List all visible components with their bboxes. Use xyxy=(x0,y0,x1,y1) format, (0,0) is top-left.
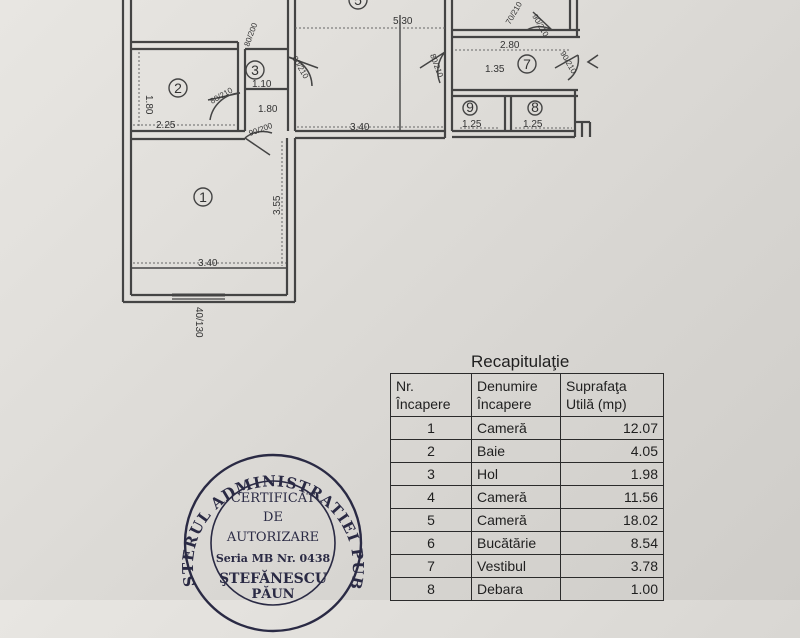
cell-name: Cameră xyxy=(471,508,561,532)
dimension-label: 1.25 xyxy=(523,119,543,130)
cell-nr: 5 xyxy=(390,508,472,532)
cell-nr: 8 xyxy=(390,577,472,601)
table-header-row: Nr. Încapere Denumire Încapere Suprafaţa… xyxy=(390,373,664,417)
door-label: 90/200 xyxy=(248,121,275,138)
cell-area: 3.78 xyxy=(560,554,664,578)
table-row: 7 Vestibul 3.78 xyxy=(390,554,664,578)
stamp-line: AUTORIZARE xyxy=(226,530,319,545)
stamp-line: DE xyxy=(263,510,283,525)
cell-nr: 1 xyxy=(390,416,472,440)
cell-nr: 4 xyxy=(390,485,472,509)
room-label-9: 9 xyxy=(466,99,474,115)
dimension-label: 3.55 xyxy=(272,195,283,215)
cell-name: Debara xyxy=(471,577,561,601)
cell-area: 11.56 xyxy=(560,485,664,509)
entrance-arrow-icon xyxy=(586,54,599,69)
dimension-label: 3.40 xyxy=(350,122,370,133)
cell-nr: 2 xyxy=(390,439,472,463)
table-row: 8 Debara 1.00 xyxy=(390,577,664,601)
table-row: 5 Cameră 18.02 xyxy=(390,508,664,532)
door-label: 70/210 xyxy=(504,0,524,26)
table-row: 3 Hol 1.98 xyxy=(390,462,664,486)
dimension-label: 1.35 xyxy=(485,64,505,75)
table-row: 6 Bucătărie 8.54 xyxy=(390,531,664,555)
cell-nr: 7 xyxy=(390,554,472,578)
cell-name: Cameră xyxy=(471,416,561,440)
header-name: Denumire Încapere xyxy=(471,373,561,417)
door-label: 90/210 xyxy=(558,50,578,76)
cell-area: 18.02 xyxy=(560,508,664,532)
dimension-label: 3.40 xyxy=(198,258,218,269)
cell-area: 8.54 xyxy=(560,531,664,555)
table-row: 2 Baie 4.05 xyxy=(390,439,664,463)
cell-nr: 6 xyxy=(390,531,472,555)
stamp-line: PĂUN xyxy=(251,585,294,602)
cell-nr: 3 xyxy=(390,462,472,486)
cell-area: 4.05 xyxy=(560,439,664,463)
cell-name: Hol xyxy=(471,462,561,486)
room-label-5: 5 xyxy=(354,0,362,8)
dimension-label: 1.80 xyxy=(143,95,154,115)
stamp-line: CERTIFICAT xyxy=(231,491,316,506)
dimension-label: 1.25 xyxy=(462,119,482,130)
cell-area: 1.98 xyxy=(560,462,664,486)
cell-name: Cameră xyxy=(471,485,561,509)
table-row: 4 Cameră 11.56 xyxy=(390,485,664,509)
door-label: 80/200 xyxy=(242,21,259,48)
room-label-7: 7 xyxy=(523,56,531,72)
cell-name: Baie xyxy=(471,439,561,463)
dimension-label: 40/130 xyxy=(193,307,204,338)
cell-area: 1.00 xyxy=(560,577,664,601)
stamp-line: Seria MB Nr. 0438 xyxy=(216,552,331,565)
dimension-label: 5.30 xyxy=(393,16,413,27)
recap-table: Nr. Încapere Denumire Încapere Suprafaţa… xyxy=(390,373,664,601)
authorization-stamp: MINISTERUL ADMINISTRATIEI PUBLICE CERTIF… xyxy=(178,448,366,633)
room-label-2: 2 xyxy=(174,80,182,96)
dimension-label: 2.80 xyxy=(500,40,520,51)
header-area: Suprafaţa Utilă (mp) xyxy=(560,373,664,417)
dimension-label: 2.25 xyxy=(156,120,176,131)
room-label-3: 3 xyxy=(251,62,259,78)
room-label-1: 1 xyxy=(199,189,207,205)
cell-name: Vestibul xyxy=(471,554,561,578)
room-label-8: 8 xyxy=(531,99,539,115)
dimension-label: 1.10 xyxy=(252,79,272,90)
recap-title: Recapitulaţie xyxy=(471,352,570,371)
header-nr: Nr. Încapere xyxy=(390,373,472,417)
door-label: 80/210 xyxy=(290,55,310,81)
dimension-label: 1.80 xyxy=(258,104,278,115)
cell-name: Bucătărie xyxy=(471,531,561,555)
cell-area: 12.07 xyxy=(560,416,664,440)
floor-plan: 1 2 3 5 7 8 9 5.30 3.40 2.25 1.80 1.10 1… xyxy=(121,0,599,338)
table-row: 1 Cameră 12.07 xyxy=(390,416,664,440)
stamp-line: ŞTEFĂNESCU xyxy=(219,569,327,587)
